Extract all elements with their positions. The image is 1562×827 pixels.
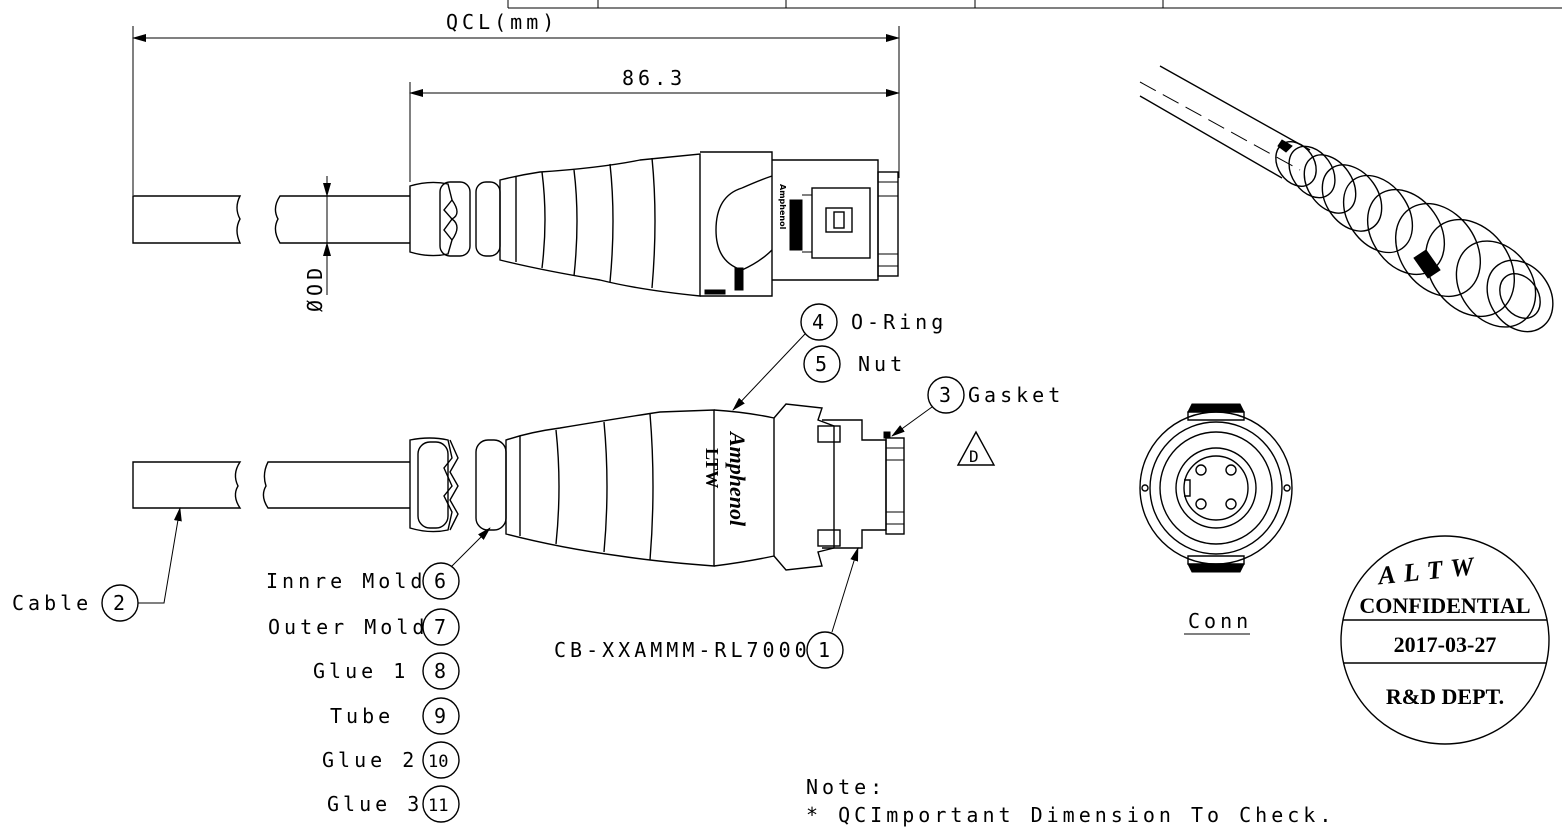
- callout-8-label: Glue 1: [313, 659, 409, 683]
- callout-11-number: 11: [428, 796, 448, 816]
- callout-4-label: O-Ring: [851, 310, 947, 334]
- callout-5-number: 5: [815, 352, 831, 376]
- stamp-top-text: ALTW: [1375, 551, 1483, 591]
- top-brand-text: Amphenol: [778, 184, 787, 230]
- callout-11: Glue 3 11: [327, 785, 460, 823]
- callout-5: 5 Nut: [803, 345, 906, 383]
- callout-9: Tube 9: [330, 697, 460, 735]
- top-side-view: Amphenol: [132, 151, 899, 297]
- callout-11-label: Glue 3: [327, 792, 423, 816]
- connector-length-dimension: 86.3: [409, 66, 900, 182]
- bottom-side-view: Amphenol LTW: [132, 403, 905, 571]
- callout-7-number: 7: [434, 615, 450, 639]
- callout-2: Cable 2: [12, 507, 182, 622]
- callout-8: Glue 1 8: [313, 652, 460, 690]
- callout-3-number: 3: [939, 383, 955, 407]
- brand-ltw: LTW: [702, 448, 722, 488]
- callout-7-label: Outer Mold: [268, 615, 428, 639]
- note-title: Note:: [806, 775, 886, 799]
- brand-amphenol: Amphenol: [725, 430, 750, 527]
- callout-3-label: Gasket: [968, 383, 1064, 407]
- overall-length-label: QCL(mm): [446, 10, 558, 34]
- callout-9-label: Tube: [330, 704, 394, 728]
- callout-6: Innre Mold 6: [266, 527, 491, 600]
- stamp-date: 2017-03-27: [1394, 632, 1497, 657]
- revision-triangle: D: [956, 430, 996, 466]
- callout-2-number: 2: [113, 591, 129, 615]
- note-text: * QCImportant Dimension To Check.: [806, 803, 1335, 827]
- note-block: Note: * QCImportant Dimension To Check.: [806, 775, 1335, 827]
- callout-8-number: 8: [434, 659, 450, 683]
- overall-length-dimension: QCL(mm): [132, 10, 900, 195]
- cable-diameter-label: ØOD: [303, 264, 327, 312]
- connector-length-label: 86.3: [622, 66, 686, 90]
- callout-4: 4 O-Ring: [732, 303, 947, 411]
- callout-2-label: Cable: [12, 591, 92, 615]
- callout-3: 3 Gasket: [891, 376, 1064, 437]
- callout-1-number: 1: [818, 638, 834, 662]
- callout-6-number: 6: [434, 569, 450, 593]
- revision-letter: D: [969, 447, 979, 466]
- callout-1: CB-XXAMMM-RL7000 1: [554, 547, 859, 669]
- callout-10-label: Glue 2: [322, 748, 418, 772]
- title-block-fragment: [507, 0, 1562, 9]
- stamp-confidential: CONFIDENTIAL: [1359, 593, 1530, 618]
- callout-7: Outer Mold 7: [268, 608, 460, 646]
- isometric-view: [1139, 65, 1554, 333]
- callout-10-number: 10: [428, 752, 448, 772]
- stamp-dept: R&D DEPT.: [1386, 684, 1504, 709]
- callout-9-number: 9: [434, 704, 450, 728]
- callout-10: Glue 2 10: [322, 741, 460, 779]
- callout-4-number: 4: [812, 310, 828, 334]
- confidential-stamp: ALTW CONFIDENTIAL 2017-03-27 R&D DEPT.: [1340, 535, 1550, 745]
- conn-view-label: Conn: [1188, 609, 1252, 633]
- callout-5-label: Nut: [858, 352, 906, 376]
- callout-6-label: Innre Mold: [266, 569, 426, 593]
- conn-front-view: Conn: [1139, 403, 1293, 635]
- callout-1-label: CB-XXAMMM-RL7000: [554, 638, 811, 662]
